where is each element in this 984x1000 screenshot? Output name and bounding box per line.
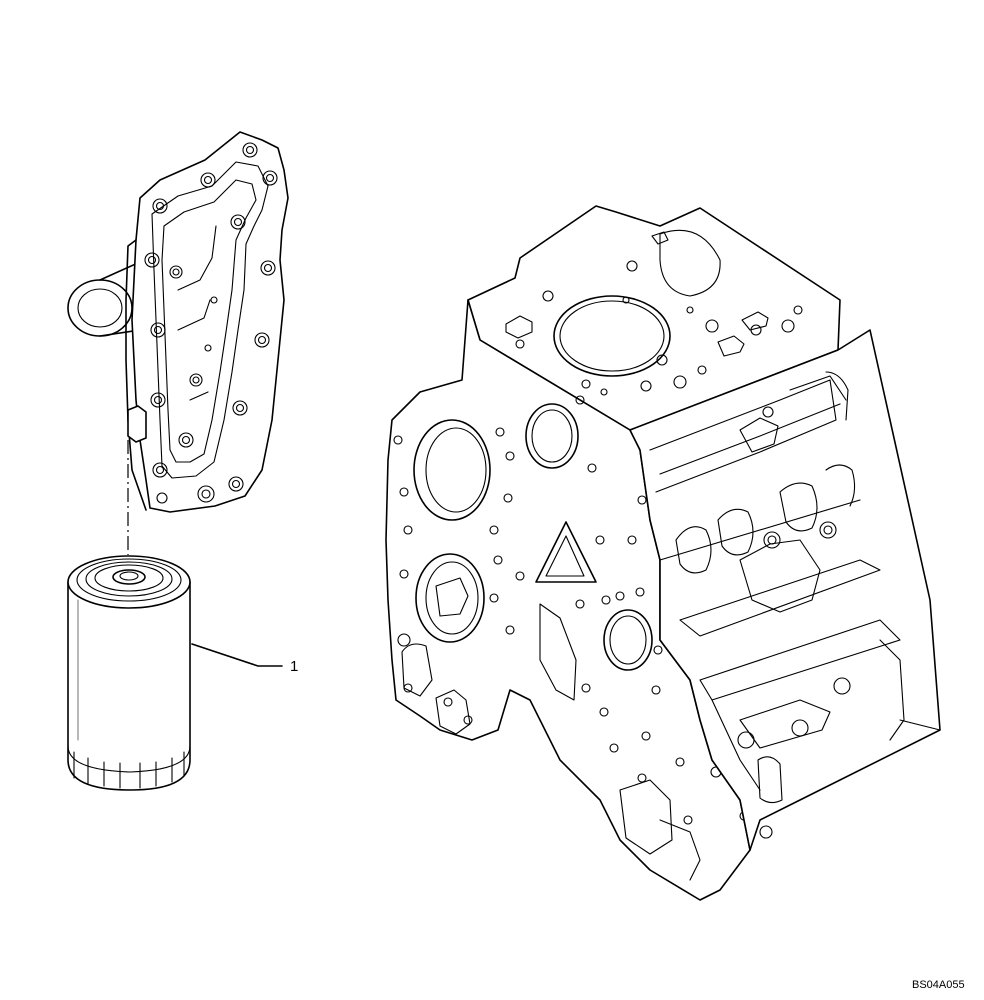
oil-cooler-plate: [67, 131, 289, 513]
oil-filter: [67, 555, 191, 791]
cylinder-bore-2: [659, 229, 721, 297]
deck-holes: [505, 231, 803, 396]
engine-block: [385, 205, 941, 901]
figure-reference-code: BS04A055: [912, 979, 965, 991]
gasket-channel: [151, 161, 269, 479]
plate-outline: [131, 131, 289, 513]
crankcase-webs: [649, 371, 941, 804]
block-right-side: [629, 329, 941, 851]
callout-number-1: 1: [290, 658, 298, 675]
front-face-ports: [413, 403, 653, 671]
callout-leader-1: [191, 643, 283, 667]
cylinder-bore: [553, 295, 671, 377]
plate-bolt-holes: [144, 142, 278, 504]
sensor-tab: [127, 405, 147, 443]
